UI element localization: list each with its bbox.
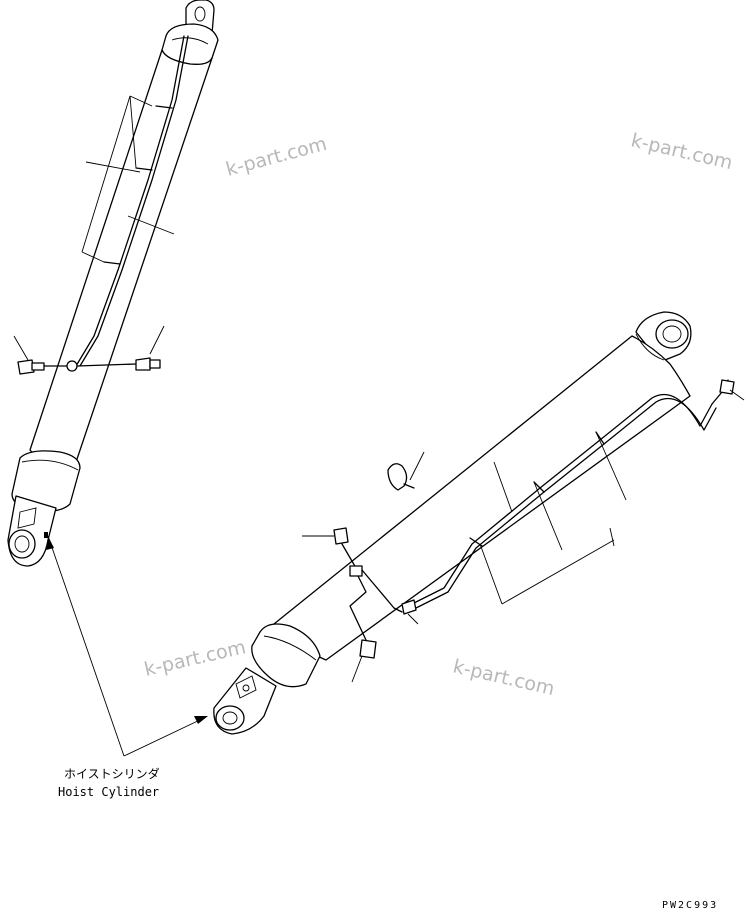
label-en: Hoist Cylinder (58, 785, 159, 799)
callout-arrows (46, 535, 208, 757)
left-hoist-cylinder (7, 0, 219, 567)
watermark-1: k-part.com (224, 133, 330, 181)
watermark-3: k-part.com (142, 636, 248, 681)
left-grease-fittings (17, 357, 161, 375)
right-hoist-cylinder (213, 311, 745, 735)
watermark-2: k-part.com (629, 129, 735, 174)
drawing-code: PW2C993 (662, 900, 718, 910)
right-grease-fittings (333, 463, 415, 659)
label-ja: ホイストシリンダ (64, 766, 160, 781)
watermark-4: k-part.com (451, 655, 557, 700)
